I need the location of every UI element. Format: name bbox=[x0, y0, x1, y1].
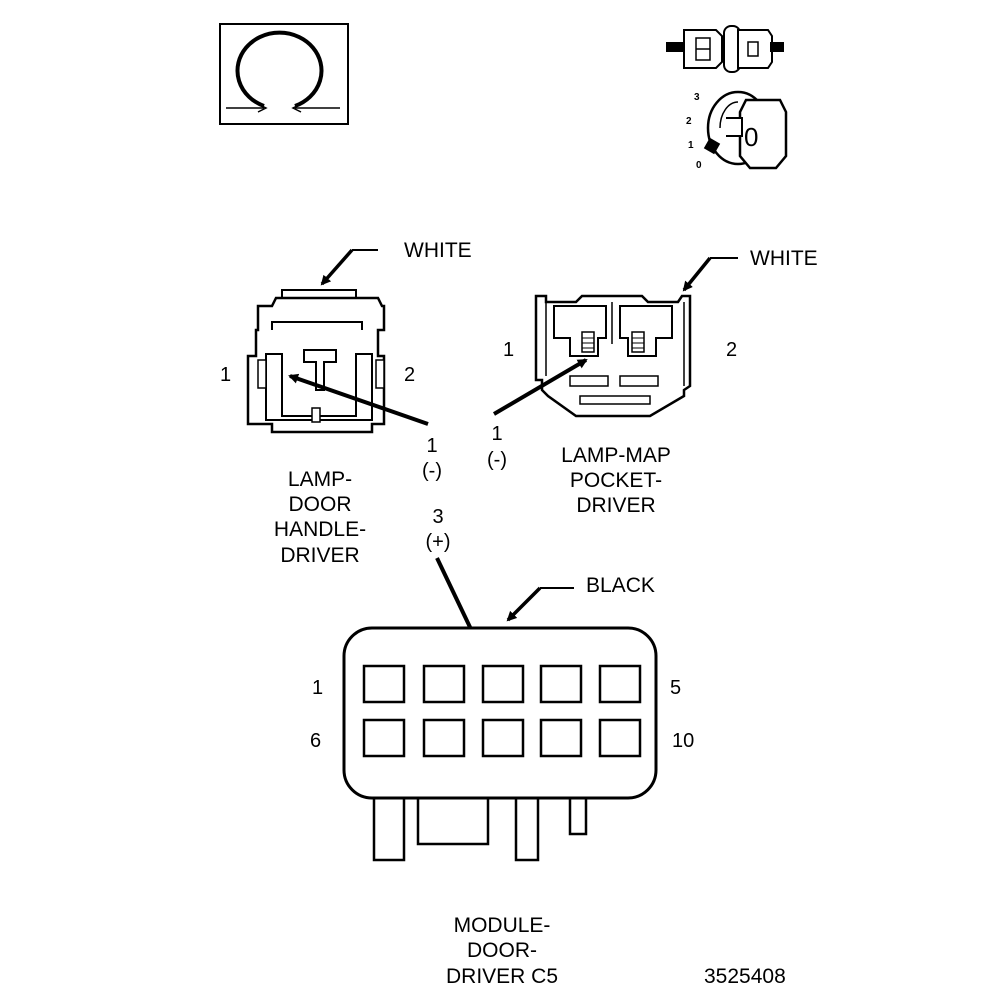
ignition-key-label: 0 bbox=[744, 122, 758, 152]
module-connector-body bbox=[342, 626, 658, 800]
door-handle-color-label: WHITE bbox=[404, 239, 472, 262]
door-module-c5-connector bbox=[342, 626, 658, 862]
ignition-position-1: 1 bbox=[688, 140, 694, 151]
door-handle-color-leader-arrow bbox=[320, 248, 354, 286]
module-pin-1: 1 bbox=[312, 677, 323, 699]
map-pocket-name-line-2: POCKET- bbox=[570, 469, 662, 492]
module-name-line-3: DRIVER C5 bbox=[446, 965, 558, 988]
ignition-key-icon: 3 2 1 0 0 bbox=[686, 90, 788, 171]
door-handle-name-line-3: HANDLE- bbox=[274, 518, 366, 541]
disconnect-connector-icon bbox=[666, 25, 784, 73]
module-color-label: BLACK bbox=[586, 574, 655, 597]
ignition-position-marker bbox=[703, 137, 721, 155]
module-probe-pin: 3 bbox=[432, 506, 443, 528]
module-pin-5: 5 bbox=[670, 677, 681, 699]
door-handle-probe-polarity: (-) bbox=[422, 460, 442, 482]
figure-id: 3525408 bbox=[704, 965, 786, 988]
door-handle-name-line-1: LAMP- bbox=[288, 468, 352, 491]
ohmmeter-symbol-icon bbox=[219, 23, 349, 125]
module-cavity-row-bottom bbox=[362, 718, 642, 758]
module-color-leader-arrow bbox=[506, 586, 542, 622]
door-handle-name-line-2: DOOR bbox=[289, 493, 352, 516]
map-pocket-color-label: WHITE bbox=[750, 247, 818, 270]
door-handle-pin-2: 2 bbox=[404, 364, 415, 386]
map-pocket-probe-polarity: (-) bbox=[487, 449, 507, 471]
map-pocket-pin-1: 1 bbox=[503, 339, 514, 361]
module-connector-feet bbox=[372, 794, 588, 862]
door-handle-pin-1: 1 bbox=[220, 364, 231, 386]
door-handle-name-line-4: DRIVER bbox=[280, 544, 359, 567]
door-handle-probe-arrow bbox=[288, 373, 429, 426]
map-pocket-color-leader-arrow bbox=[682, 256, 712, 292]
module-name-line-1: MODULE- bbox=[454, 914, 551, 937]
door-handle-probe-pin: 1 bbox=[426, 435, 437, 457]
ignition-position-3: 3 bbox=[694, 92, 700, 103]
map-pocket-name-line-3: DRIVER bbox=[576, 494, 655, 517]
map-pocket-lamp-connector bbox=[534, 294, 692, 418]
ignition-position-2: 2 bbox=[686, 116, 692, 127]
map-pocket-probe-arrow bbox=[492, 358, 588, 416]
module-pin-6: 6 bbox=[310, 730, 321, 752]
ignition-position-0: 0 bbox=[696, 160, 702, 171]
map-pocket-pin-2: 2 bbox=[726, 339, 737, 361]
map-pocket-probe-pin: 1 bbox=[491, 423, 502, 445]
module-name-line-2: DOOR- bbox=[467, 939, 537, 962]
module-pin-10: 10 bbox=[672, 730, 694, 752]
door-handle-lamp-connector bbox=[246, 289, 386, 434]
module-probe-polarity: (+) bbox=[426, 531, 451, 553]
module-cavity-row-top bbox=[362, 664, 642, 704]
map-pocket-name-line-1: LAMP-MAP bbox=[561, 444, 671, 467]
